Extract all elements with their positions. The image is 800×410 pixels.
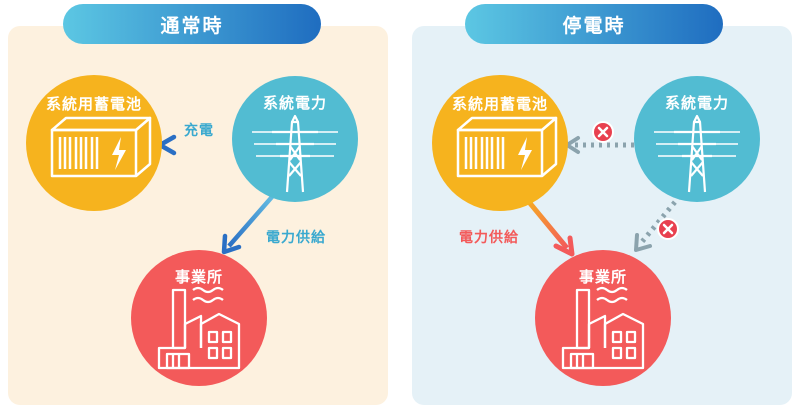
normal-supply-arrow (221, 188, 280, 255)
outage-site-node: 事業所 (535, 250, 671, 386)
site-label: 事業所 (578, 268, 627, 286)
outage-supply-arrow (522, 194, 575, 257)
outage-title: 停電時 (465, 4, 723, 44)
normal-grid-node: 系統電力 (232, 76, 358, 202)
cross-circle-icon (592, 121, 614, 143)
outage-grid-node: 系統電力 (634, 76, 760, 202)
factory-icon (561, 286, 645, 370)
charge-label: 充電 (184, 123, 214, 139)
cross-circle-icon (657, 218, 679, 240)
transmission-tower-icon (654, 114, 740, 193)
grid-label: 系統電力 (262, 94, 327, 112)
outage-battery-node: 系統用蓄電池 (432, 75, 568, 211)
battery-label: 系統用蓄電池 (451, 95, 548, 113)
factory-icon (157, 286, 241, 370)
blocked-supply-arrow (634, 194, 682, 252)
normal-title: 通常時 (63, 4, 321, 44)
transmission-tower-icon (252, 114, 338, 193)
normal-site-node: 事業所 (131, 250, 267, 386)
normal-supply-label: 電力供給 (266, 230, 326, 246)
normal-battery-node: 系統用蓄電池 (26, 75, 162, 211)
outage-supply-label: 電力供給 (459, 230, 519, 246)
site-label: 事業所 (174, 268, 223, 286)
grid-label: 系統電力 (664, 94, 729, 112)
battery-container-icon (456, 116, 558, 178)
battery-container-icon (50, 116, 152, 178)
battery-label: 系統用蓄電池 (45, 95, 142, 113)
